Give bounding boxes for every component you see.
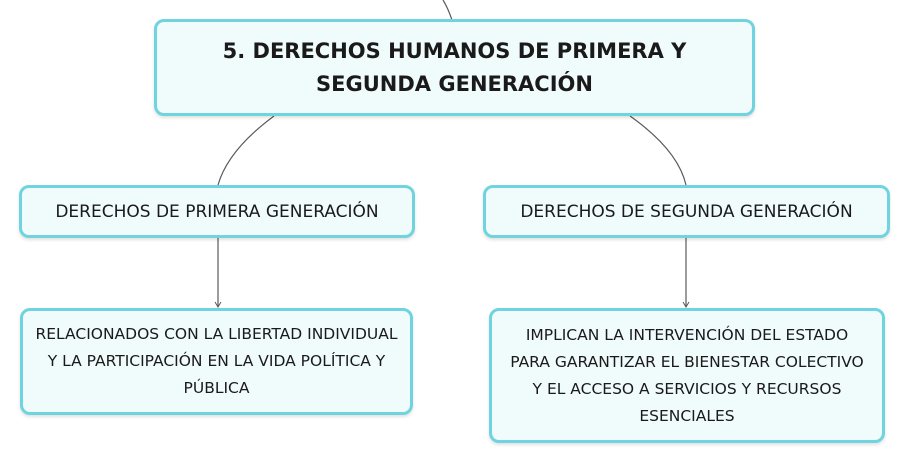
node-detail-primera-generacion[interactable]: RELACIONADOS CON LA LIBERTAD INDIVIDUAL … bbox=[20, 308, 413, 415]
node-detail-segunda-generacion[interactable]: IMPLICAN LA INTERVENCIÓN DEL ESTADO PARA… bbox=[489, 308, 885, 443]
root-title: 5. DERECHOS HUMANOS DE PRIMERA Y SEGUNDA… bbox=[222, 38, 687, 96]
node-derechos-primera-generacion[interactable]: DERECHOS DE PRIMERA GENERACIÓN bbox=[19, 185, 415, 238]
node-detail-text: IMPLICAN LA INTERVENCIÓN DEL ESTADO PARA… bbox=[510, 325, 864, 425]
node-derechos-segunda-generacion[interactable]: DERECHOS DE SEGUNDA GENERACIÓN bbox=[483, 185, 890, 238]
root-node[interactable]: 5. DERECHOS HUMANOS DE PRIMERA Y SEGUNDA… bbox=[154, 19, 755, 116]
node-label: DERECHOS DE SEGUNDA GENERACIÓN bbox=[520, 201, 853, 222]
arrowhead-segunda-detail bbox=[682, 301, 690, 308]
arrowhead-primera-detail bbox=[214, 301, 222, 308]
connector-root-to-segunda bbox=[629, 115, 687, 186]
connector-root-to-primera bbox=[217, 115, 275, 186]
connector-parent-to-root bbox=[442, 0, 453, 21]
node-label: DERECHOS DE PRIMERA GENERACIÓN bbox=[55, 201, 379, 222]
node-detail-text: RELACIONADOS CON LA LIBERTAD INDIVIDUAL … bbox=[35, 325, 398, 397]
